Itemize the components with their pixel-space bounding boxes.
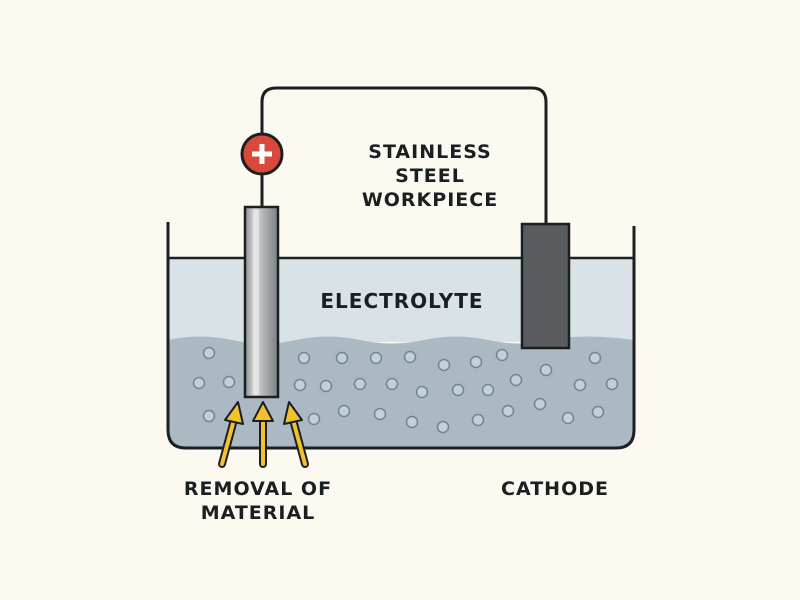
bubble	[373, 407, 387, 421]
bubble	[495, 348, 509, 362]
bubble	[539, 363, 553, 377]
bubble	[335, 351, 349, 365]
removal-arrow-right	[283, 401, 309, 468]
removal-label-line1: REMOVAL OF	[184, 478, 332, 500]
bubble	[471, 413, 485, 427]
anode-highlight	[253, 210, 259, 395]
bubble	[533, 397, 547, 411]
bubble	[437, 358, 451, 372]
bubble	[588, 351, 602, 365]
bubble	[451, 383, 465, 397]
bubble	[353, 377, 367, 391]
anode-workpiece	[243, 205, 280, 399]
bubble	[436, 420, 450, 434]
bubble	[307, 412, 321, 426]
bubble	[415, 385, 429, 399]
electrolyte-label: ELECTROLYTE	[320, 289, 483, 313]
bubble	[297, 351, 311, 365]
bubble	[337, 404, 351, 418]
tank-outline	[166, 222, 636, 450]
cathode-plate	[520, 222, 571, 350]
arrow-up-icon	[218, 401, 309, 468]
bubble	[501, 404, 515, 418]
removal-arrow-center	[252, 401, 274, 468]
cathode-label: CATHODE	[501, 478, 609, 500]
bubble	[405, 415, 419, 429]
workpiece-label-line3: WORKPIECE	[362, 189, 498, 211]
workpiece-label-line1: STAINLESS	[368, 141, 491, 163]
bubble	[202, 409, 216, 423]
bubble	[561, 411, 575, 425]
bubble	[319, 379, 333, 393]
bubble	[192, 376, 206, 390]
removal-label-line2: MATERIAL	[201, 502, 316, 524]
bubble	[202, 346, 216, 360]
bubbles-group	[192, 346, 619, 434]
bubble	[385, 377, 399, 391]
bubble	[481, 383, 495, 397]
bubble	[369, 351, 383, 365]
bubble	[293, 378, 307, 392]
bubble	[591, 405, 605, 419]
workpiece-label-line2: STEEL	[395, 165, 465, 187]
bubble	[509, 373, 523, 387]
plus-circle-icon	[240, 132, 284, 176]
circuit-wire	[260, 86, 548, 224]
removal-arrow-left	[218, 401, 244, 468]
electrolyte-body	[168, 336, 634, 448]
bubble	[403, 350, 417, 364]
bubble	[469, 355, 483, 369]
bubble	[573, 378, 587, 392]
bubble	[605, 377, 619, 391]
bubble	[222, 375, 236, 389]
